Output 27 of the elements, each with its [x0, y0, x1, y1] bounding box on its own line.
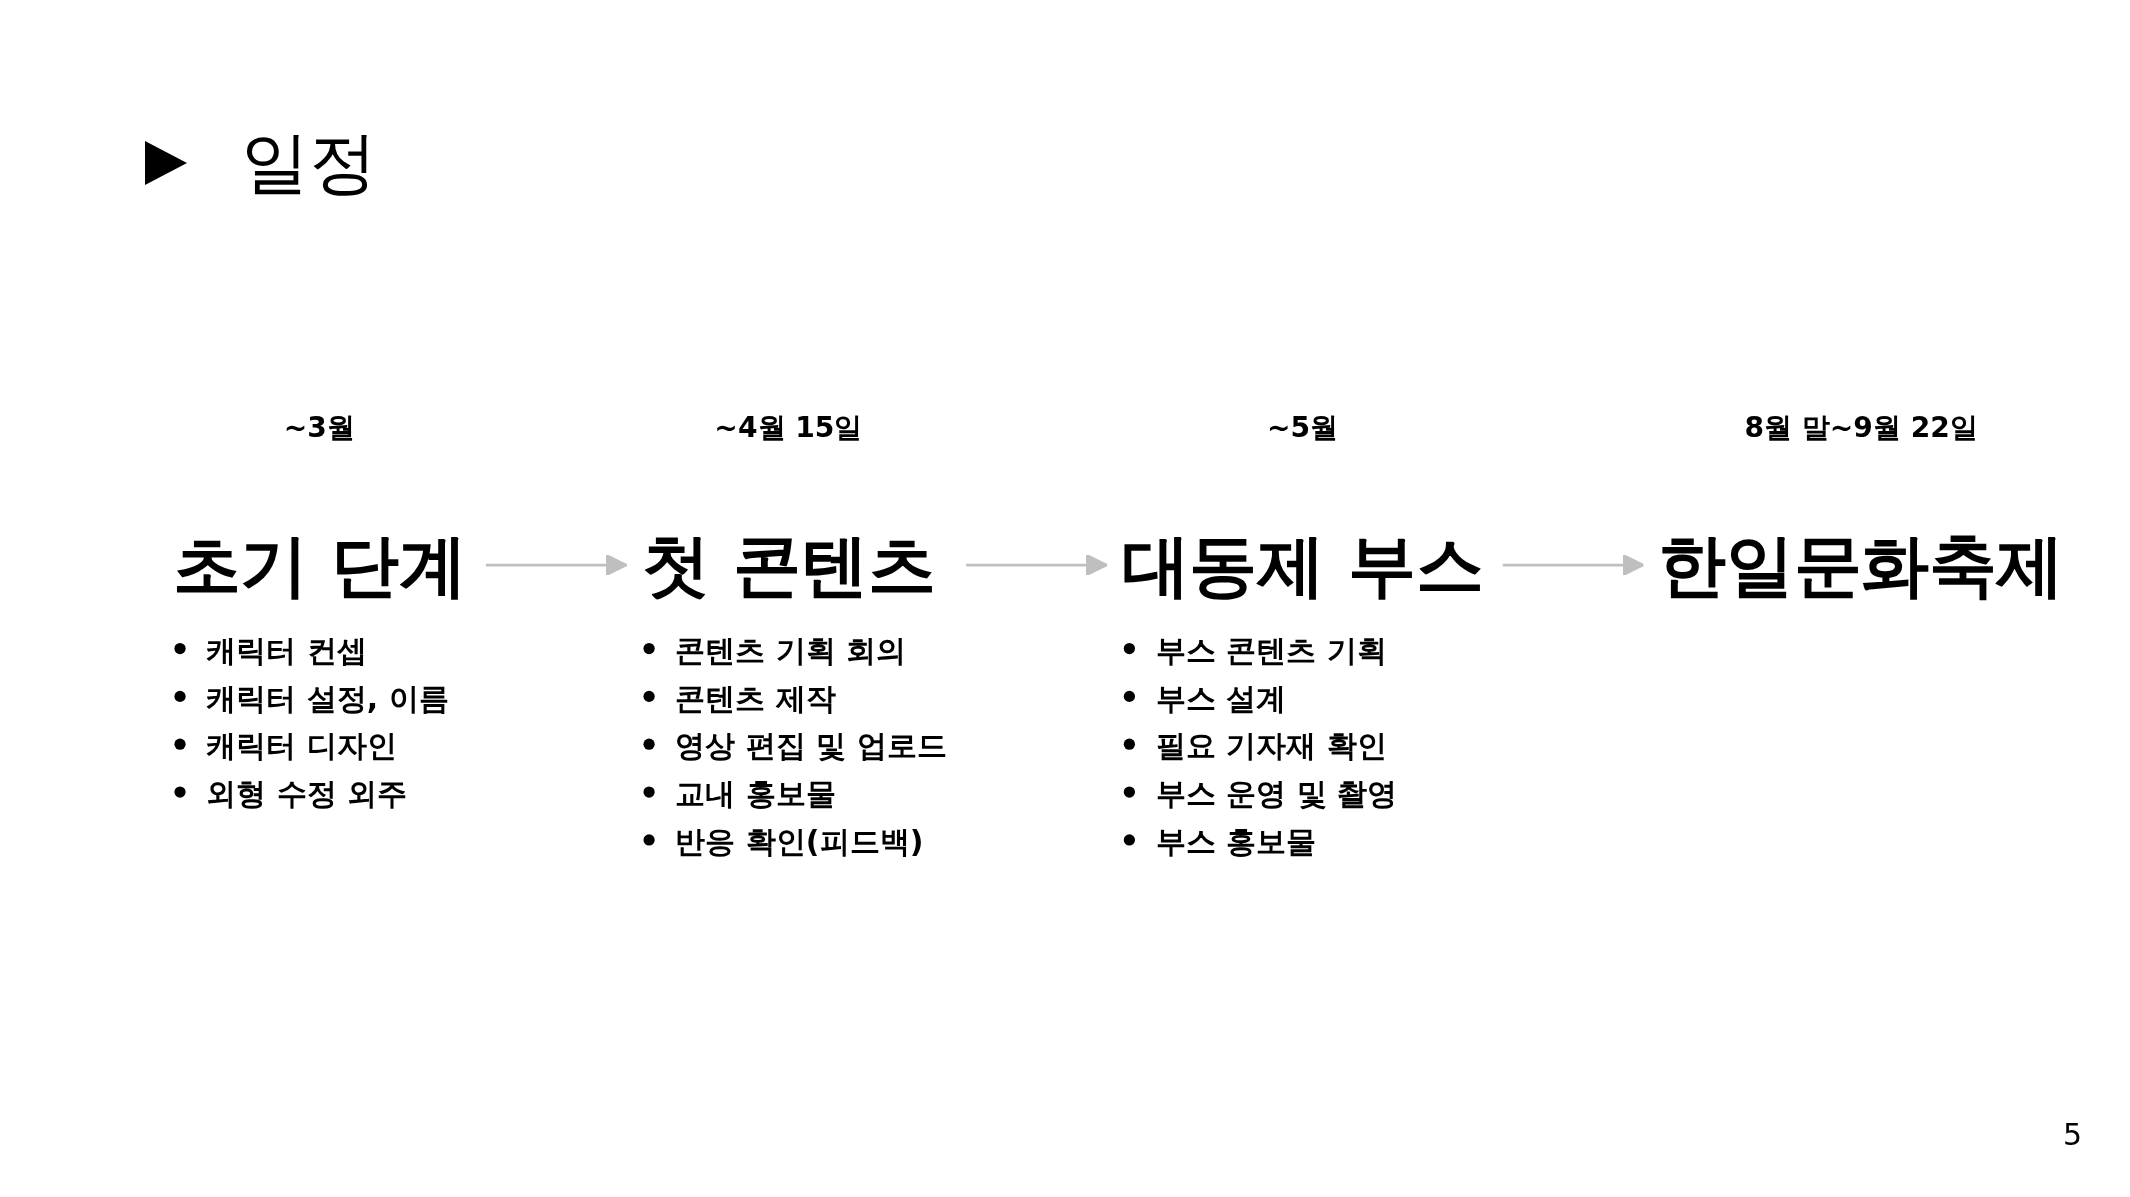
node-label: 외형 수정 외주	[206, 776, 408, 812]
page-number: 5	[2062, 1117, 2082, 1153]
date-label: ~4월 15일	[714, 411, 863, 445]
node-label: 부스 운영 및 촬영	[1155, 776, 1398, 812]
node-label: 부스 홍보물	[1155, 824, 1317, 860]
node-label: 캐릭터 컨셉	[206, 632, 367, 668]
node-label: 대동제 부스	[1121, 525, 1484, 605]
node-label: 콘텐츠 제작	[675, 680, 836, 716]
node-label: 첫 콘텐츠	[641, 525, 936, 605]
arrow	[485, 553, 628, 577]
node-label: 콘텐츠 기획 회의	[675, 632, 907, 668]
node-label: 반응 확인(피드백)	[675, 824, 924, 860]
node-label: 초기 단계	[172, 525, 467, 605]
arrow	[1502, 553, 1645, 577]
node-label: 캐릭터 설정, 이름	[206, 680, 449, 716]
node-label: 부스 콘텐츠 기획	[1155, 632, 1387, 668]
node-label: 부스 설계	[1155, 680, 1287, 716]
node-label: 영상 편집 및 업로드	[675, 728, 947, 764]
node-label: 캐릭터 디자인	[206, 728, 397, 764]
node-text: 한일문화축제	[1658, 525, 2064, 605]
arrow	[966, 553, 1108, 577]
node-label: 교내 홍보물	[675, 776, 836, 812]
date-label: ~5월	[1266, 411, 1339, 445]
node-label: 필요 기자재 확인	[1155, 728, 1387, 764]
date-label: 8월 말~9월 22일	[1744, 411, 1978, 445]
date-label: ~3월	[283, 411, 355, 445]
slide-title: 일정	[241, 122, 377, 204]
